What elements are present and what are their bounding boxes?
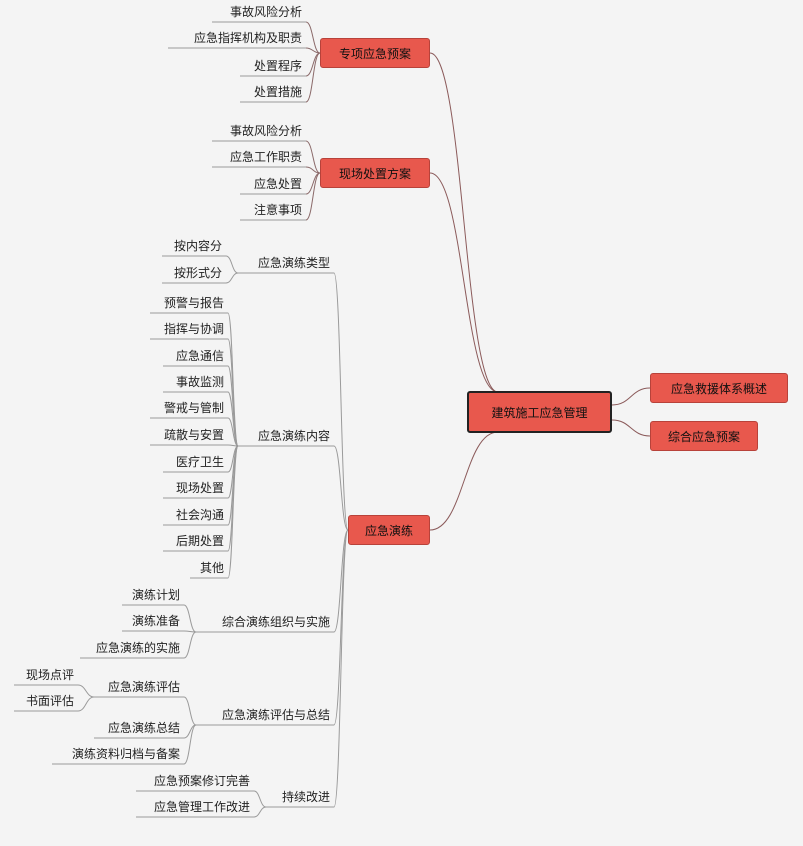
drill-organize-item-3[interactable]: 应急演练的实施 [95,641,180,655]
branch-link [333,445,349,531]
leaf-link [253,790,267,808]
drill-eval-sub-item-2[interactable]: 书面评估 [25,694,74,708]
branch-link [333,272,349,531]
drill-content-item-5[interactable]: 警戒与管制 [163,401,224,415]
leaf-link [227,391,239,447]
drill-content-item-7[interactable]: 医疗卫生 [175,455,224,469]
leaf-link [183,696,197,726]
leaf-link [227,445,239,552]
branch-link [333,529,349,633]
link-onsite-plan [429,172,499,393]
drill-content-item-2[interactable]: 指挥与协调 [163,322,224,336]
leaf-link [305,52,321,77]
special-plan-item-2[interactable]: 应急指挥机构及职责 [193,31,302,45]
drill-type-item-2[interactable]: 按形式分 [173,266,222,280]
leaf-link [305,47,321,54]
leaf-link [227,445,239,579]
leaf-link [305,166,321,174]
node-comprehensive[interactable]: 综合应急预案 [650,421,758,451]
leaf-link [305,140,321,174]
drill-evaluate-item-1[interactable]: 应急演练总结 [107,721,180,735]
drill-content-item-1[interactable]: 预警与报告 [163,296,224,310]
leaf-link [305,172,321,221]
leaf-link [77,684,95,698]
drill-content-item-8[interactable]: 现场处置 [175,481,224,495]
leaf-link [227,444,239,447]
leaf-link [305,172,321,195]
leaf-link [253,806,267,818]
drill-content-item-6[interactable]: 疏散与安置 [163,428,224,442]
onsite-plan-item-3[interactable]: 应急处置 [253,177,302,191]
drill-eval-sub-item-1[interactable]: 现场点评 [25,668,74,682]
node-onsite-plan[interactable]: 现场处置方案 [320,158,430,188]
drill-content-item-3[interactable]: 应急通信 [175,349,224,363]
drill-type-item-1[interactable]: 按内容分 [173,239,222,253]
node-drill[interactable]: 应急演练 [348,515,430,545]
leaf-link [227,312,239,447]
link-special-plan [429,52,499,393]
leaf-link [305,52,321,103]
special-plan-item-3[interactable]: 处置程序 [253,59,302,73]
node-overview[interactable]: 应急救援体系概述 [650,373,788,403]
root-node[interactable]: 建筑施工应急管理 [467,391,612,433]
special-plan-item-4[interactable]: 处置措施 [253,85,302,99]
drill-organize-item-1[interactable]: 演练计划 [131,588,180,602]
drill-eval-sub-label[interactable]: 应急演练评估 [107,680,180,694]
onsite-plan-item-1[interactable]: 事故风险分析 [229,124,302,138]
link-drill [429,431,499,531]
special-plan-item-1[interactable]: 事故风险分析 [229,5,302,19]
onsite-plan-item-2[interactable]: 应急工作职责 [229,150,302,164]
leaf-link [225,272,239,284]
node-special-plan[interactable]: 专项应急预案 [320,38,430,68]
drill-improve-label[interactable]: 持续改进 [281,790,330,804]
onsite-plan-item-4[interactable]: 注意事项 [253,203,302,217]
drill-improve-item-2[interactable]: 应急管理工作改进 [153,800,250,814]
link-comprehensive [611,419,651,437]
leaf-link [183,631,197,659]
drill-content-item-4[interactable]: 事故监测 [175,375,224,389]
drill-content-item-10[interactable]: 后期处置 [175,534,224,548]
leaf-link [227,417,239,447]
drill-content-label[interactable]: 应急演练内容 [257,429,330,443]
drill-organize-label[interactable]: 综合演练组织与实施 [221,615,330,629]
link-overview [611,387,651,406]
drill-content-item-11[interactable]: 其他 [199,561,224,575]
leaf-link [225,255,239,274]
leaf-link [305,21,321,54]
branch-link [333,529,349,808]
leaf-link [183,604,197,633]
leaf-link [77,696,95,712]
drill-content-item-9[interactable]: 社会沟通 [175,508,224,522]
drill-evaluate-item-2[interactable]: 演练资料归档与备案 [71,747,180,761]
drill-organize-item-2[interactable]: 演练准备 [131,614,180,628]
drill-improve-item-1[interactable]: 应急预案修订完善 [153,774,250,788]
drill-types-label[interactable]: 应急演练类型 [257,256,330,270]
drill-evaluate-label[interactable]: 应急演练评估与总结 [221,708,330,722]
leaf-link [183,724,197,765]
